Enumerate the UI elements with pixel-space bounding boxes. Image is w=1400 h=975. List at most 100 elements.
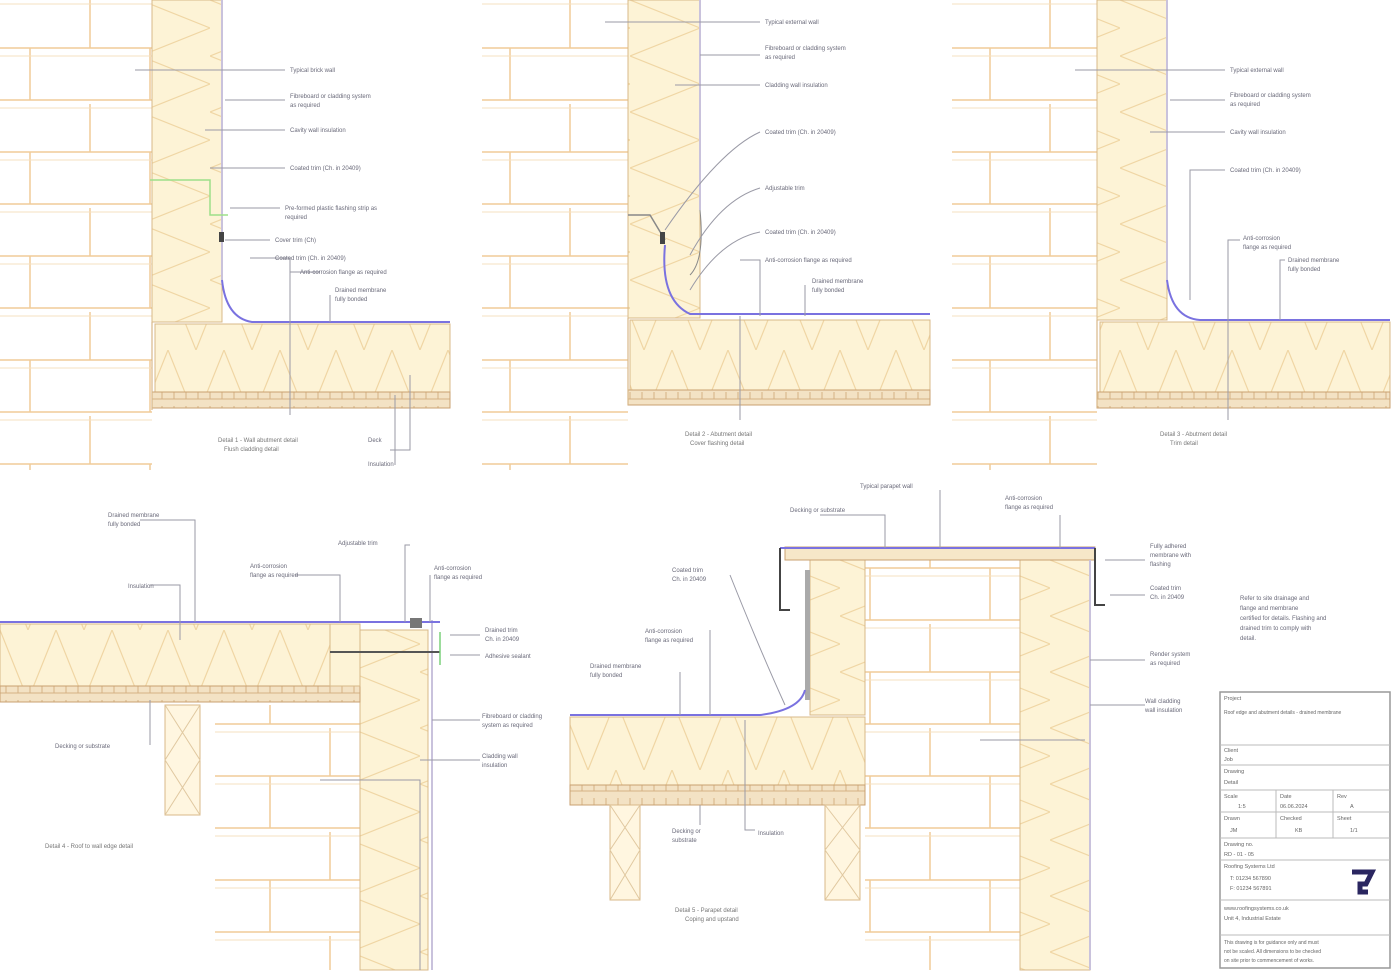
detail-caption: Coping and upstand: [685, 917, 739, 923]
disclaimer-line: not be scaled. All dimensions to be chec…: [1224, 949, 1321, 955]
cavity-insulation: [151, 0, 223, 323]
note-line: flange and membrane: [1240, 606, 1299, 612]
label: Fibreboard or cladding: [482, 714, 542, 720]
adjustable-trim: [628, 214, 666, 241]
label: Anti-corrosion: [1243, 236, 1280, 242]
label: Coated trim: [1150, 586, 1181, 592]
label: Coated trim (Ch. in 20409): [765, 130, 836, 136]
drawing-title: Roof edge and abutment details - drained…: [1224, 710, 1342, 716]
address-line: Unit 4, Industrial Estate: [1224, 916, 1281, 922]
label: Deck: [368, 438, 383, 444]
detail-caption: Detail 5 - Parapet detail: [675, 908, 738, 914]
cell-label: Rev: [1337, 794, 1347, 800]
label: flange as required: [434, 575, 482, 581]
cell-label: Drawn: [1224, 816, 1240, 822]
label: fully bonded: [335, 297, 367, 303]
label: flange as required: [1243, 245, 1291, 251]
upstand-insulation: [809, 559, 866, 716]
detail-5: Decking or substrate Typical parapet wal…: [569, 484, 1191, 971]
label: Ch. in 20409: [1150, 595, 1185, 601]
brick-wall: [952, 0, 1097, 470]
label: Drained membrane: [1288, 258, 1340, 264]
brick-wall: [215, 705, 360, 970]
label: Cladding wall: [482, 754, 518, 760]
detail-2: Typical external wall Fibreboard or clad…: [482, 0, 931, 470]
label: Fibreboard or cladding system: [765, 46, 846, 52]
joist: [164, 704, 201, 816]
label: Anti-corrosion: [645, 629, 682, 635]
address-line: www.roofingsystems.co.uk: [1223, 906, 1289, 912]
label: Coated trim: [672, 568, 703, 574]
brick-wall: [482, 0, 628, 470]
label: wall insulation: [1144, 708, 1182, 714]
wall-insulation: [1019, 559, 1091, 971]
label: flange as required: [1005, 505, 1053, 511]
label: Drained membrane: [335, 288, 387, 294]
label: Coated trim (Ch. in 20409): [765, 230, 836, 236]
upstand-board: [805, 570, 810, 700]
brick-wall: [0, 0, 152, 470]
membrane: [570, 689, 806, 716]
label: Ch. in 20409: [485, 637, 520, 643]
label: Adjustable trim: [338, 541, 378, 547]
edge-trim: [410, 618, 422, 628]
label: Typical parapet wall: [860, 484, 913, 490]
deck: [569, 784, 866, 806]
label: Drained membrane: [812, 279, 864, 285]
label: Typical external wall: [765, 20, 819, 26]
label: Drained membrane: [590, 664, 642, 670]
roof-insulation: [0, 623, 331, 687]
label: substrate: [672, 838, 697, 844]
cell-value: JM: [1230, 828, 1238, 834]
detail-caption: Detail 4 - Roof to wall edge detail: [45, 844, 133, 850]
detail-caption: Detail 1 - Wall abutment detail: [218, 438, 298, 444]
label: as required: [290, 103, 320, 109]
deck: [0, 685, 361, 703]
row-label: Client: [1224, 748, 1239, 754]
cell-value: 1:5: [1238, 804, 1246, 810]
detail-caption: Detail 2 - Abutment detail: [685, 432, 752, 438]
label: system as required: [482, 723, 533, 729]
note-line: Refer to site drainage and: [1240, 596, 1309, 602]
flashing-strip: [150, 179, 228, 216]
label: Adjustable trim: [765, 186, 805, 192]
membrane: [221, 279, 450, 323]
label: fully bonded: [590, 673, 622, 679]
label: flange as required: [645, 638, 693, 644]
membrane: [663, 244, 930, 315]
label: Decking or substrate: [55, 744, 111, 750]
drawing-number-label: Drawing no.: [1224, 842, 1254, 848]
label: required: [285, 215, 307, 221]
note-line: certified for details. Flashing and: [1240, 616, 1326, 622]
contact-line: F: 01234 567891: [1230, 886, 1272, 892]
label: Anti-corrosion: [250, 564, 287, 570]
coping-trim: [779, 548, 1105, 611]
label: Cladding wall insulation: [765, 83, 828, 89]
cover-trim: [219, 232, 224, 242]
general-note: Refer to site drainage and flange and me…: [1240, 596, 1326, 642]
label: Decking or: [672, 829, 701, 835]
roof-insulation: [629, 319, 931, 391]
drawing-number: RD - 01 - 05: [1224, 852, 1254, 858]
joist: [824, 804, 861, 901]
note-line: detail.: [1240, 636, 1256, 642]
label: Pre-formed plastic flashing strip as: [285, 206, 377, 212]
detail-caption: Trim detail: [1170, 441, 1198, 447]
label: insulation: [482, 763, 507, 769]
cell-value: 06.06.2024: [1280, 804, 1308, 810]
label: Anti-corrosion flange as required: [765, 258, 852, 264]
label: Insulation: [128, 584, 154, 590]
wall-insulation: [359, 629, 429, 971]
roof-insulation: [1099, 321, 1391, 393]
cell-value: 1/1: [1350, 828, 1358, 834]
detail-3: Typical external wall Fibreboard or clad…: [952, 0, 1391, 470]
brick-wall: [865, 560, 1020, 970]
label: fully bonded: [812, 288, 844, 294]
title-block: Project Roof edge and abutment details -…: [1219, 691, 1391, 969]
label: Coated trim (Ch. in 20409): [1230, 168, 1301, 174]
deck: [1096, 391, 1391, 409]
label: membrane with: [1150, 553, 1191, 559]
cell-label: Sheet: [1337, 816, 1352, 822]
label: Coated trim (Ch. in 20409): [290, 166, 361, 172]
